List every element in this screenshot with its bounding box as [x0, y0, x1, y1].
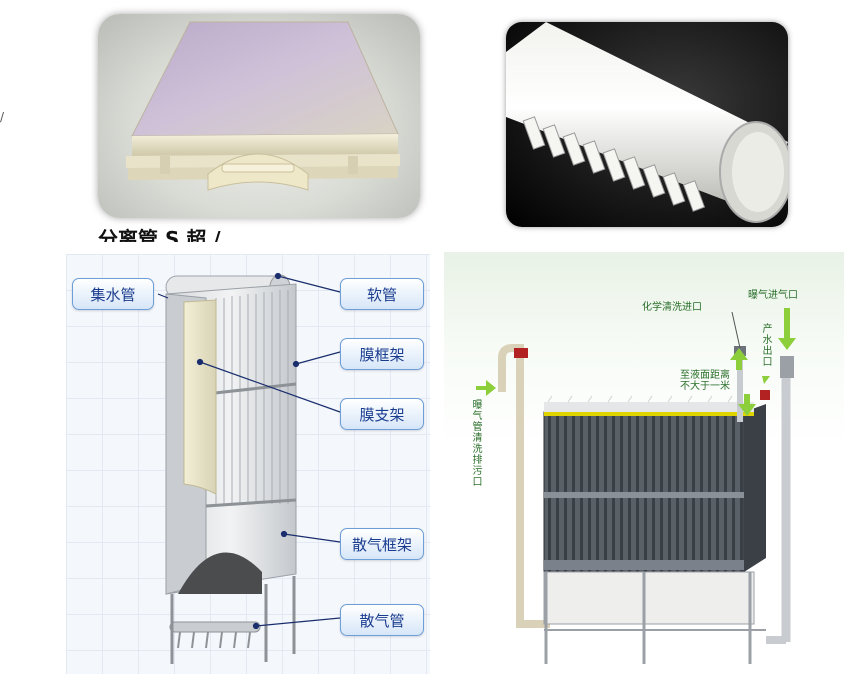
label-chemical-cleaning-inlet: 化学清洗进口: [642, 302, 702, 313]
partial-caption-text: 分离管 S 超 /: [98, 227, 221, 242]
label-aeration-inlet: 曝气进气口: [748, 290, 798, 301]
label-aeration-frame: 散气框架: [340, 528, 424, 560]
edge-slash-mark: /: [0, 110, 5, 124]
membrane-module-diagram: 集水管 软管 膜框架 膜支架 散气框架 散气管: [66, 254, 430, 674]
label-aeration-pipe-drain: 曝气管清洗排污口: [472, 400, 483, 488]
flat-membrane-plate-photo: [98, 14, 420, 218]
label-hose: 软管: [340, 278, 424, 310]
label-water-collection-pipe: 集水管: [72, 278, 154, 310]
module-installation-diagram: 曝气进气口 化学清洗进口 产水出口 至液面距离不大于一米 曝气管清洗排污口: [444, 252, 844, 682]
label-membrane-support: 膜支架: [340, 398, 424, 430]
label-membrane-frame: 膜框架: [340, 338, 424, 370]
label-product-water-outlet: 产水出口: [762, 324, 773, 368]
aeration-tube-photo: [506, 22, 788, 227]
label-aeration-pipe: 散气管: [340, 604, 424, 636]
label-liquid-surface-distance: 至液面距离不大于一米: [680, 370, 730, 392]
